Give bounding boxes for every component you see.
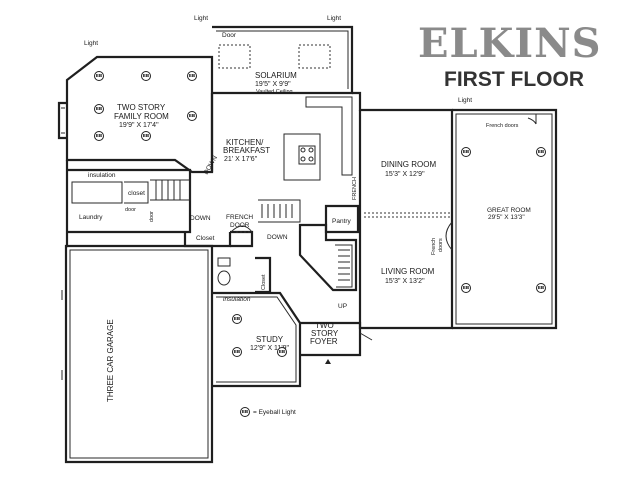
eyeball-light-icon: EB bbox=[94, 71, 104, 81]
legend: EB = Eyeball Light bbox=[240, 407, 296, 417]
eyeball-light-icon: EB bbox=[232, 314, 242, 324]
insulation-label: insulation bbox=[88, 172, 116, 179]
kitchen-name-2: BREAKFAST bbox=[223, 146, 270, 155]
light-label: Light bbox=[327, 15, 341, 22]
solarium-dims: 19'5" X 9'9" bbox=[255, 81, 291, 88]
great-room-dims: 29'5" X 13'3" bbox=[488, 214, 525, 221]
french-doors-side-2: doors bbox=[438, 238, 444, 252]
down-label-1: DOWN bbox=[190, 215, 211, 222]
light-label: Light bbox=[194, 15, 208, 22]
eyeball-light-icon: EB bbox=[187, 71, 197, 81]
great-room-name: GREAT ROOM bbox=[487, 207, 531, 214]
eyeball-light-icon: EB bbox=[461, 147, 471, 157]
french-doors-side-1: French bbox=[431, 238, 437, 255]
dining-room-dims: 15'3" X 12'9" bbox=[385, 171, 425, 178]
svg-text:EB: EB bbox=[279, 349, 286, 354]
walls bbox=[57, 25, 558, 464]
foyer-name-1: TWO bbox=[315, 321, 334, 330]
living-room-dims: 15'3" X 13'2" bbox=[385, 278, 425, 285]
door-label-2: door bbox=[125, 207, 136, 213]
eyeball-light-icon: EB bbox=[232, 347, 242, 357]
solarium-note: Vaulted Ceiling bbox=[256, 89, 293, 95]
closet-label-2: Closet bbox=[196, 235, 215, 242]
eyeball-light-icon: EB bbox=[141, 71, 151, 81]
svg-text:EB: EB bbox=[463, 149, 470, 154]
svg-text:EB: EB bbox=[143, 73, 150, 78]
eyeball-light-icon: EB bbox=[94, 131, 104, 141]
svg-text:EB: EB bbox=[96, 106, 103, 111]
door-label-3: door bbox=[149, 211, 155, 222]
kitchen-name-1: KITCHEN/ bbox=[226, 138, 264, 147]
closet-label: closet bbox=[128, 190, 145, 197]
closet-label-3: Closet bbox=[261, 274, 267, 290]
svg-text:EB: EB bbox=[96, 73, 103, 78]
laundry-label: Laundry bbox=[79, 214, 103, 221]
legend-text: = Eyeball Light bbox=[253, 409, 296, 416]
svg-text:EB: EB bbox=[463, 285, 470, 290]
kitchen-dims: 21' X 17'6" bbox=[224, 156, 258, 163]
floor-subtitle: FIRST FLOOR bbox=[444, 68, 584, 91]
family-room-dims: 19'9" X 17'4" bbox=[119, 122, 159, 129]
pantry-label: Pantry bbox=[332, 218, 352, 225]
door-label: Door bbox=[222, 32, 237, 39]
svg-text:EB: EB bbox=[96, 133, 103, 138]
eyeball-light-icon: EB bbox=[141, 131, 151, 141]
eyeball-light-icon: EB bbox=[94, 104, 104, 114]
svg-text:EB: EB bbox=[538, 149, 545, 154]
svg-text:EB: EB bbox=[242, 409, 249, 414]
eyeball-light-icon: EB bbox=[461, 283, 471, 293]
family-room-name-2: FAMILY ROOM bbox=[114, 112, 169, 121]
light-label: Light bbox=[458, 97, 472, 104]
french-kitchen-label: FRENCH bbox=[352, 177, 358, 200]
svg-text:EB: EB bbox=[189, 113, 196, 118]
french-door-label-2: DOOR bbox=[230, 222, 250, 229]
svg-text:EB: EB bbox=[538, 285, 545, 290]
garage-name: THREE CAR GARAGE bbox=[106, 319, 115, 402]
family-room-name-1: TWO STORY bbox=[117, 103, 166, 112]
eyeball-lights: EB EB EB EB EB EB EB EB EB EB EB EB EB E… bbox=[94, 71, 546, 357]
french-doors-label: French doors bbox=[486, 123, 519, 129]
study-dims: 12'9" X 11'9" bbox=[250, 345, 290, 352]
svg-text:EB: EB bbox=[189, 73, 196, 78]
living-room-name: LIVING ROOM bbox=[381, 267, 435, 276]
up-label: UP bbox=[338, 303, 347, 310]
foyer-name-2: STORY bbox=[311, 329, 339, 338]
down-label-3: DOWN bbox=[267, 234, 288, 241]
solarium-name: SOLARIUM bbox=[255, 71, 297, 80]
svg-text:EB: EB bbox=[234, 349, 241, 354]
eyeball-light-icon: EB bbox=[277, 347, 287, 357]
dining-room-name: DINING ROOM bbox=[381, 160, 436, 169]
eyeball-light-icon: EB bbox=[187, 111, 197, 121]
eyeball-light-icon: EB bbox=[536, 283, 546, 293]
study-name: STUDY bbox=[256, 335, 284, 344]
svg-text:EB: EB bbox=[143, 133, 150, 138]
eyeball-light-icon: EB bbox=[536, 147, 546, 157]
svg-text:EB: EB bbox=[234, 316, 241, 321]
legend-eyeball-icon: EB bbox=[240, 407, 250, 417]
foyer-name-3: FOYER bbox=[310, 337, 338, 346]
plan-title: ELKINS bbox=[418, 20, 602, 67]
light-label: Light bbox=[84, 40, 98, 47]
insulation-label-2: insulation bbox=[223, 296, 251, 303]
french-door-label: FRENCH bbox=[226, 214, 253, 221]
